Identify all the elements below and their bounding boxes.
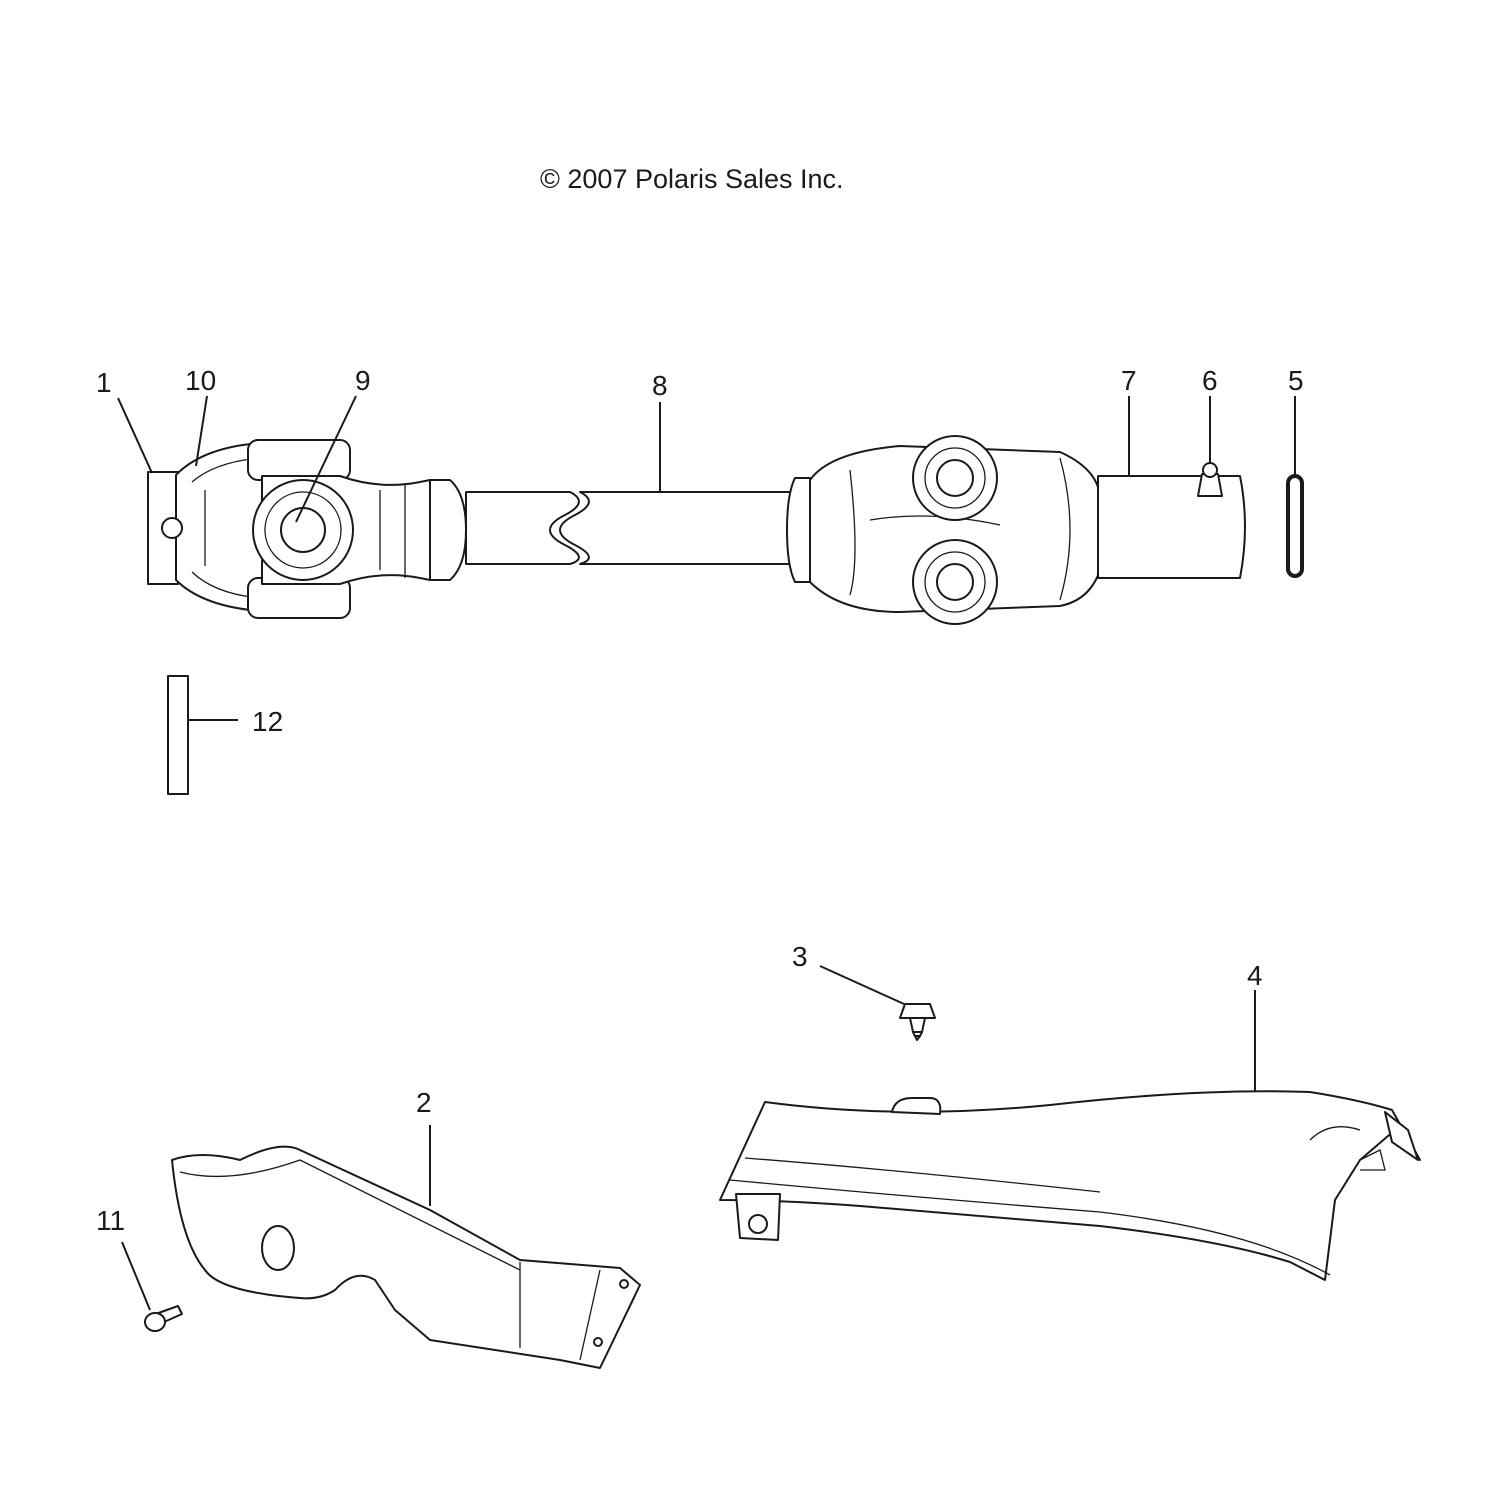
leader-lines xyxy=(117,395,1296,1311)
rear-shield xyxy=(171,1145,641,1369)
callout-3: 3 xyxy=(792,941,808,972)
callout-11: 11 xyxy=(96,1205,125,1236)
shield-mount-hole xyxy=(261,1225,295,1271)
guard-body xyxy=(719,1090,1421,1281)
prop-shaft-guard xyxy=(719,1090,1421,1281)
callout-2: 2 xyxy=(416,1087,432,1118)
bearing-cap-top xyxy=(247,439,351,481)
shield-bolt xyxy=(144,1305,183,1332)
guard-bolt xyxy=(899,1003,936,1041)
spider-bearing-inner xyxy=(280,507,326,553)
guard-bracket-right xyxy=(1384,1111,1419,1161)
callout-12: 12 xyxy=(252,706,283,737)
shaft-tube-right xyxy=(559,491,796,565)
rear-shield-body xyxy=(171,1145,641,1369)
callout-1: 1 xyxy=(96,367,112,398)
key-bar xyxy=(167,675,189,795)
prop-shaft-assembly xyxy=(147,435,1304,625)
roll-pin xyxy=(1286,474,1304,578)
callout-8: 8 xyxy=(652,370,668,401)
copyright-text: © 2007 Polaris Sales Inc. xyxy=(540,164,844,194)
callout-7: 7 xyxy=(1121,365,1137,396)
callout-6: 6 xyxy=(1202,365,1218,396)
callout-10: 10 xyxy=(185,365,216,396)
grease-nipple-left xyxy=(161,517,183,539)
guard-tab-top xyxy=(891,1097,942,1115)
shaft-tube-left xyxy=(465,491,580,565)
shaft-left-collar xyxy=(429,479,467,581)
callout-5: 5 xyxy=(1288,365,1304,396)
callout-4: 4 xyxy=(1247,960,1263,991)
callout-9: 9 xyxy=(355,365,371,396)
shaft-right-collar xyxy=(786,477,811,583)
stub-shaft xyxy=(1097,475,1246,579)
